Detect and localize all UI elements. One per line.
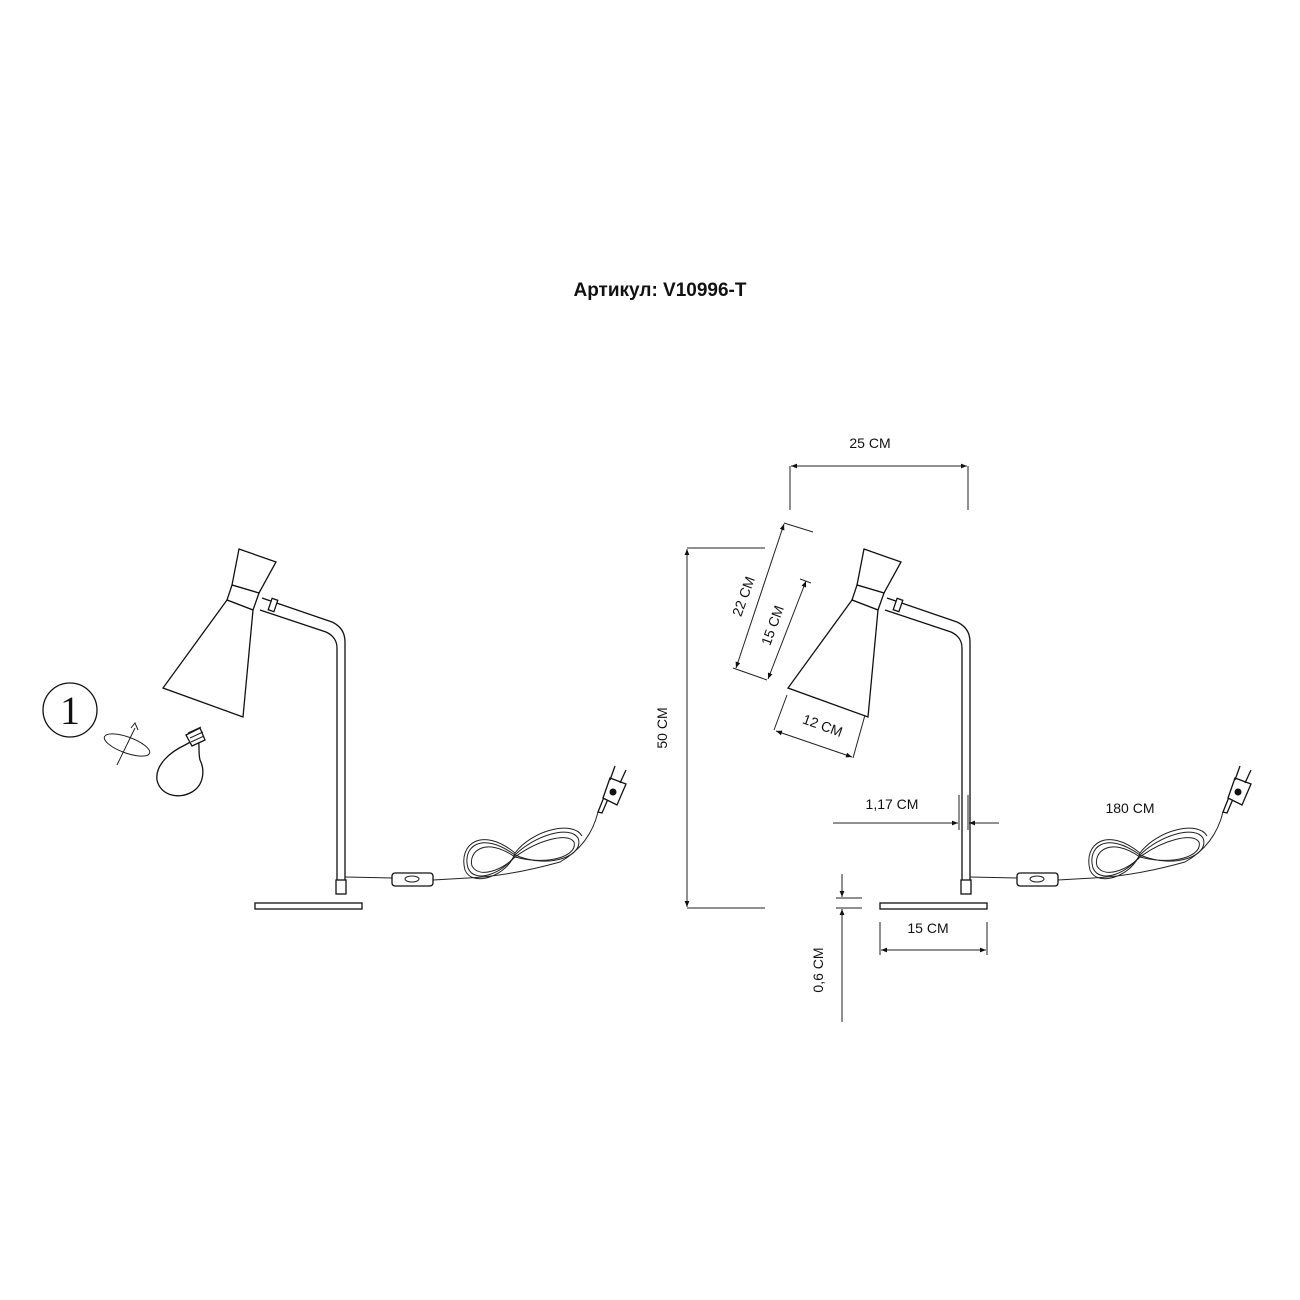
cable [969, 811, 1224, 881]
shade-cone [786, 599, 879, 718]
dimension-shade-cone: 15 CM [758, 578, 812, 680]
dim-label-shade-diameter: 12 CM [801, 711, 845, 740]
dim-label-base-width: 15 CM [907, 920, 948, 936]
dim-label-height: 50 CM [654, 707, 670, 748]
lamp-base [254, 902, 363, 910]
plug [597, 765, 627, 814]
dim-label-width: 25 CM [849, 435, 890, 451]
light-bulb-icon [156, 726, 206, 797]
arm-joint [892, 597, 904, 613]
shade-cone [161, 599, 254, 718]
plug [1222, 765, 1252, 814]
cable-coil [1088, 827, 1208, 880]
arm-outline [884, 597, 971, 893]
lamp-drawing-dimensioned [786, 548, 1252, 910]
switch-knob [404, 875, 420, 883]
arm-outline [259, 597, 346, 893]
lamp-base [879, 902, 988, 910]
dim-label-cable: 180 CM [1105, 800, 1154, 816]
dimension-shade-length: 22 CM [729, 522, 814, 681]
dim-label-base-thickness: 0,6 CM [810, 947, 826, 992]
cable-coil [463, 827, 583, 880]
dim-label-shade-length: 22 CM [729, 574, 758, 618]
dimension-height-total: 50 CM [654, 547, 765, 909]
dimension-width-total: 25 CM [789, 435, 969, 510]
dimension-base-thickness: 0,6 CM [810, 874, 862, 1022]
cable-switch [391, 872, 434, 887]
dimension-pole-diameter: 1,17 CM [833, 795, 999, 830]
lamp-drawing-assembly: 1 [42, 548, 627, 910]
arm-joint [267, 597, 279, 613]
pole-collar [960, 879, 972, 895]
switch-knob [1029, 875, 1045, 883]
rotate-arrow-icon [103, 722, 151, 766]
step-number-circle [42, 682, 98, 738]
cable-switch [1016, 872, 1059, 887]
step-number: 1 [60, 688, 80, 733]
cable [344, 811, 599, 881]
dimension-base-width: 15 CM [879, 920, 988, 955]
article-title: Артикул: V10996-T [573, 280, 746, 301]
dim-label-pole: 1,17 CM [866, 796, 919, 812]
pole-collar [335, 879, 347, 895]
